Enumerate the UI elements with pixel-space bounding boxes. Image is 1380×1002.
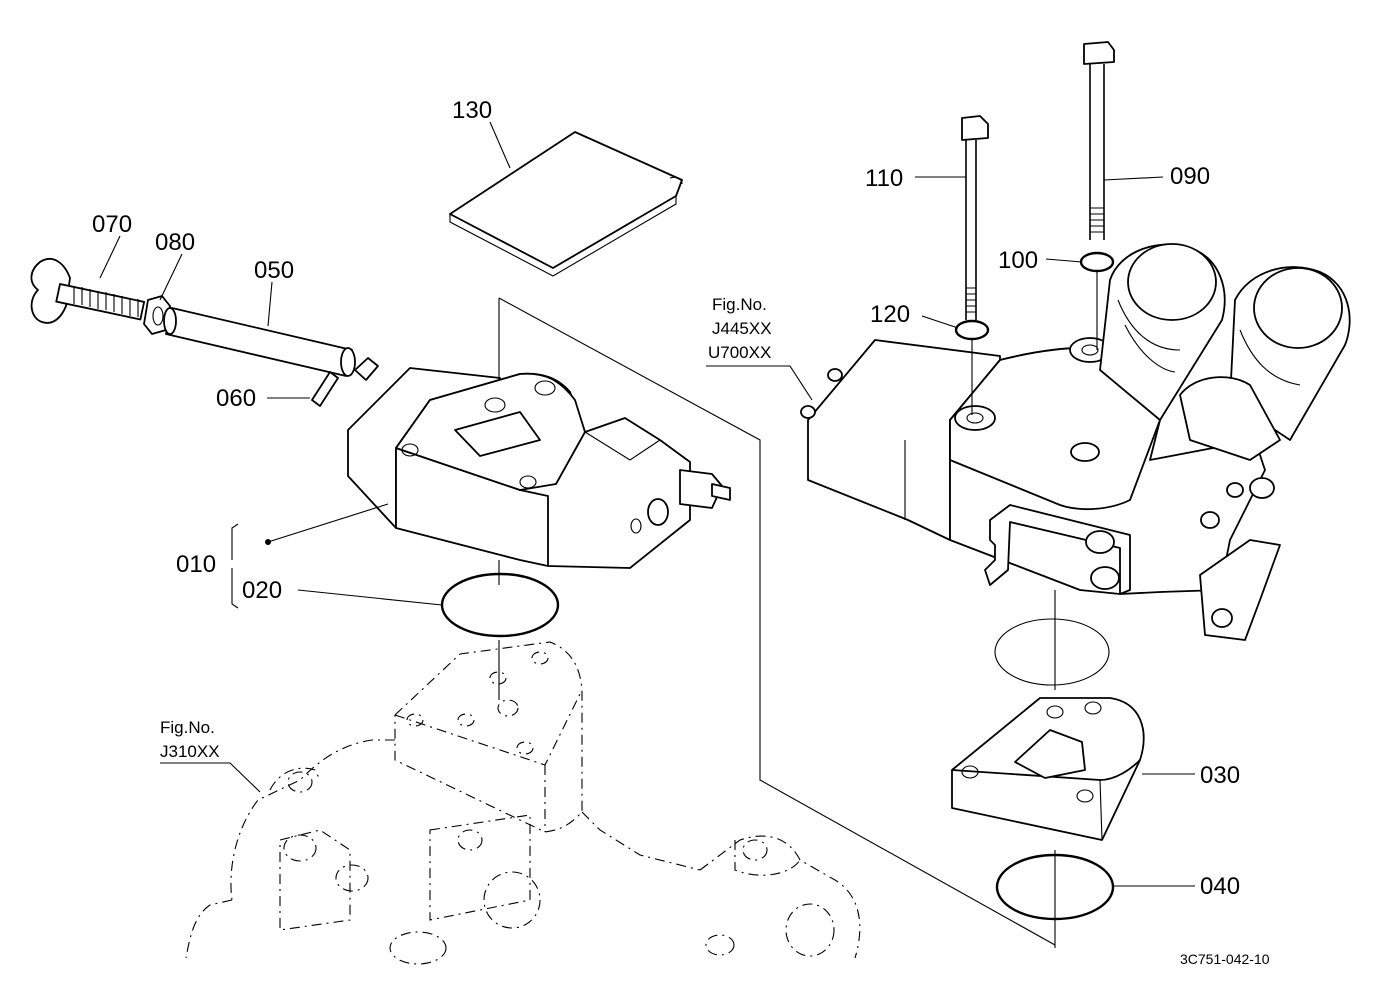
part-120-washer — [954, 319, 990, 341]
label-090: 090 — [1170, 163, 1210, 190]
part-020-o-ring — [440, 572, 560, 638]
label-110: 110 — [865, 165, 903, 192]
reference-housing-j310xx — [185, 641, 861, 965]
label-040: 040 — [1200, 873, 1240, 900]
part-130-sheet — [449, 131, 683, 277]
alignment-lines — [498, 272, 1098, 948]
fig-ref-1-title: Fig.No. — [712, 295, 767, 314]
part-010-valve-body — [347, 367, 731, 569]
label-080: 080 — [155, 229, 195, 256]
drawing-code: 3C751-042-10 — [1180, 951, 1270, 967]
label-120: 120 — [870, 301, 910, 328]
fig-ref-1-line-2: U700XX — [708, 343, 771, 362]
fig-ref-1-line-1: J445XX — [712, 319, 772, 338]
label-130: 130 — [452, 97, 492, 124]
label-010: 010 — [176, 551, 216, 578]
part-070-knob-bolt — [30, 257, 146, 324]
label-100: 100 — [998, 247, 1038, 274]
part-060-pin — [311, 357, 379, 407]
label-070: 070 — [92, 211, 132, 238]
part-100-washer — [1079, 251, 1115, 273]
leader-lines — [99, 121, 1195, 887]
part-090-bolt — [1083, 41, 1115, 240]
label-050: 050 — [254, 257, 294, 284]
fig-ref-2-line-1: J310XX — [160, 742, 220, 761]
part-valve-assembly-right — [800, 243, 1351, 641]
part-110-bolt — [961, 115, 989, 320]
part-030-plate — [951, 697, 1145, 841]
label-060: 060 — [216, 385, 256, 412]
part-050-pipe — [163, 307, 356, 377]
leader-dot — [265, 539, 271, 545]
label-020: 020 — [242, 577, 282, 604]
fig-ref-2-title: Fig.No. — [160, 718, 215, 737]
o-ring-thin — [994, 618, 1110, 686]
label-030: 030 — [1200, 762, 1240, 789]
